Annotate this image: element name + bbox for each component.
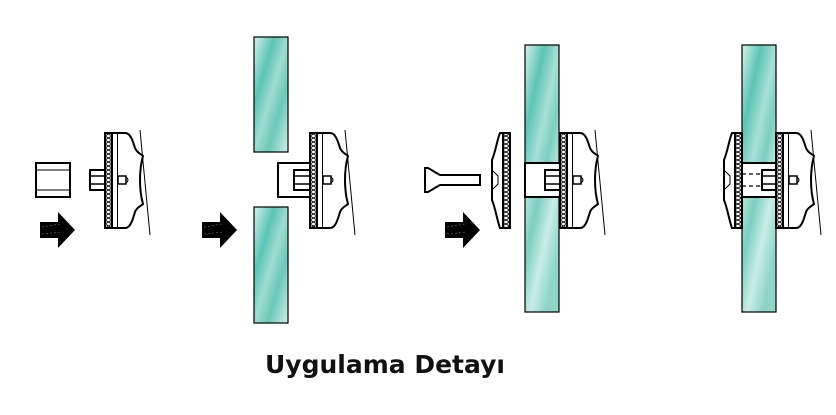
glass-panel-bottom	[253, 206, 289, 324]
spider-fitting	[775, 129, 822, 236]
glass-panel-top	[253, 36, 289, 153]
cap-washer	[723, 132, 743, 229]
spider-fitting	[104, 129, 151, 236]
diagram-title: Uygulama Detayı	[265, 350, 505, 379]
step-3	[424, 44, 606, 313]
direction-arrow-icon	[201, 211, 238, 249]
threaded-stud	[544, 169, 562, 191]
threaded-stud	[293, 169, 311, 191]
threaded-stud	[89, 169, 107, 191]
step-1	[35, 129, 151, 249]
countersunk-bolt	[424, 167, 481, 193]
spider-fitting	[559, 129, 606, 236]
direction-arrow-icon	[39, 211, 76, 249]
sleeve	[35, 162, 71, 198]
direction-arrow-icon	[444, 211, 481, 249]
step-4	[723, 44, 822, 313]
spider-fitting	[309, 129, 356, 236]
cap-washer	[491, 132, 511, 229]
step-2	[201, 36, 356, 324]
